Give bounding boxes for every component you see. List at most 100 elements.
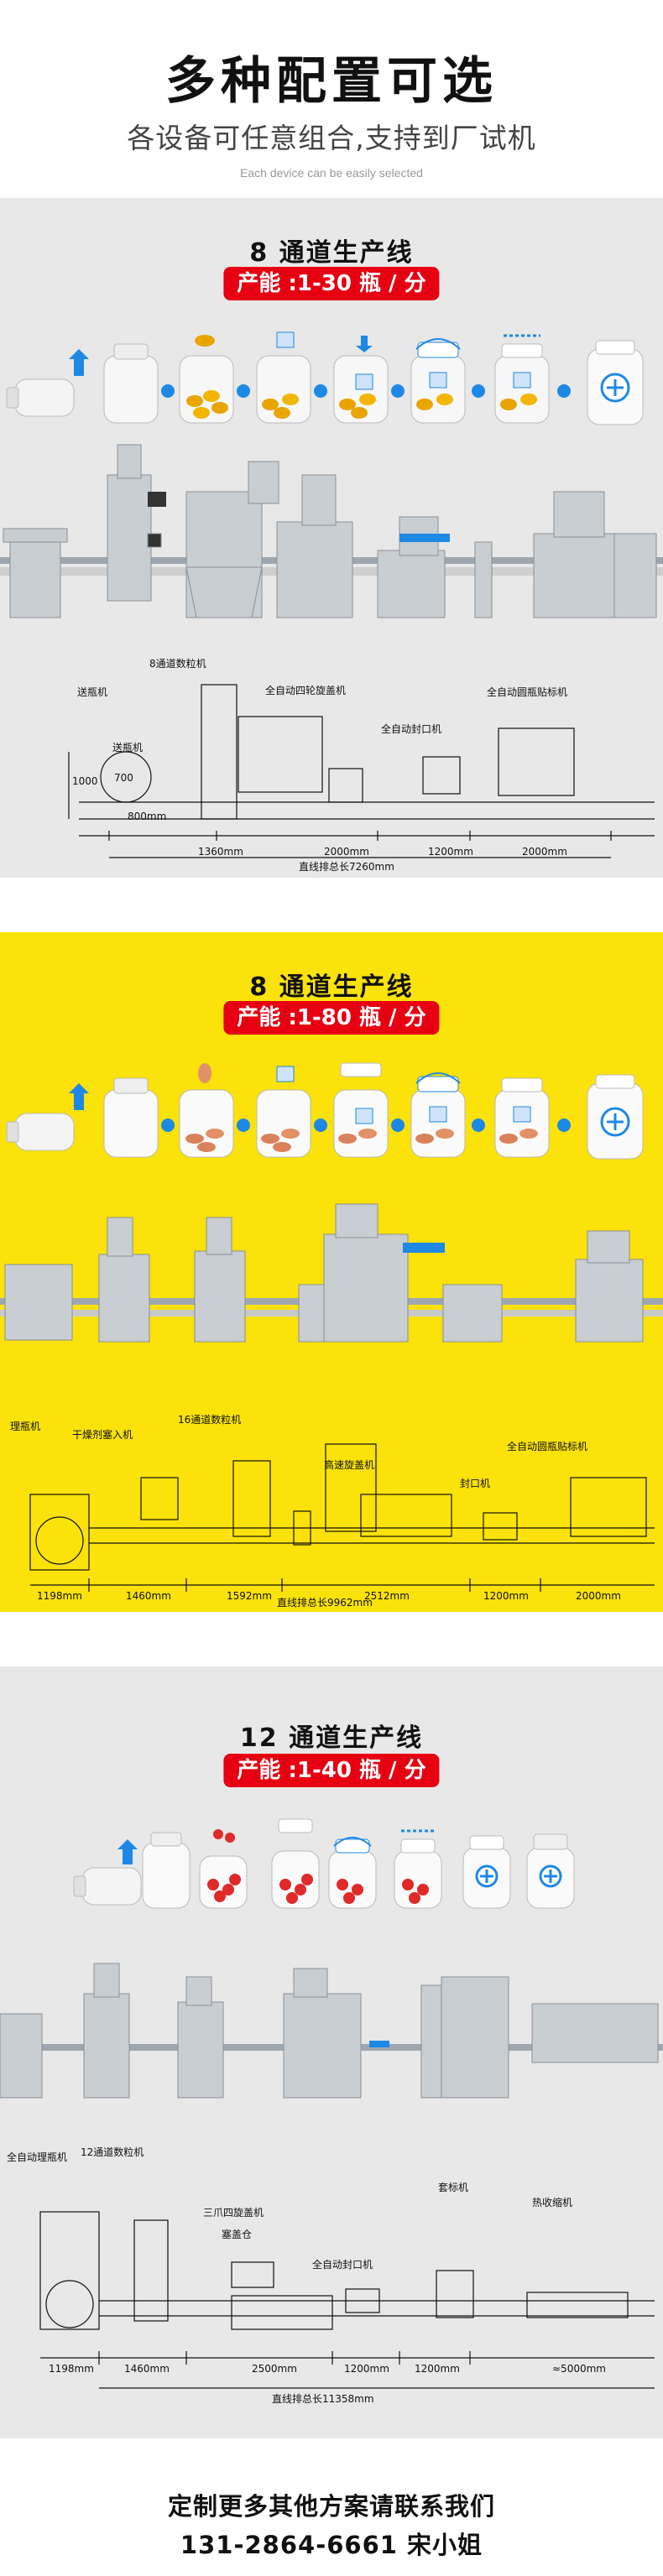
page-subtitle: 各设备可任意组合,支持到厂试机	[127, 122, 536, 154]
bottle-red-pills-2-icon	[271, 1818, 320, 1909]
arrow-icon	[557, 1119, 571, 1132]
section-gap	[0, 1612, 663, 1666]
bottle-labeled-icon	[587, 1074, 644, 1160]
up-arrow-icon	[117, 1839, 138, 1864]
bottle-desiccant-icon	[256, 331, 311, 424]
bottle-process-row	[0, 1058, 663, 1176]
dim-6: ≈5000mm	[552, 2363, 606, 2375]
section-8-channel-2: 8 通道生产线 产能 :1-80 瓶 / 分	[0, 932, 663, 1612]
arrow-icon	[237, 1119, 250, 1132]
up-arrow-icon	[69, 1083, 89, 1110]
bottle-red-pills-capped-icon	[328, 1837, 377, 1909]
label-unscrambler: 理瓶机	[10, 1421, 41, 1432]
bottle-process-row	[0, 324, 663, 441]
capacity-badge: 产能 :1-40 瓶 / 分	[223, 1754, 440, 1787]
machines-illustration	[0, 1203, 663, 1343]
label-desiccant: 干燥剂塞入机	[72, 1429, 133, 1441]
side-dim: 700	[114, 772, 133, 784]
layout-lines	[29, 1443, 655, 1592]
dim-5: 1200mm	[483, 1590, 529, 1602]
total-length: 直线排总长11358mm	[272, 2393, 374, 2405]
capacity-badge: 产能 :1-80 瓶 / 分	[223, 1001, 440, 1035]
bottle-labeled-icon	[462, 1835, 511, 1909]
machines-illustration	[0, 1963, 663, 2099]
dim-3: 1592mm	[227, 1590, 272, 1602]
bottle-red-pills-icon	[199, 1829, 248, 1909]
dim-4: 1200mm	[428, 846, 473, 858]
arrow-icon	[391, 1119, 405, 1132]
label-labeler: 全自动圆瓶贴标机	[487, 686, 568, 698]
label-unscrambler: 全自动理瓶机	[7, 2151, 68, 2163]
label-send-bottle: 送瓶机	[77, 686, 108, 698]
arrow-icon	[161, 1119, 175, 1132]
dim-1: 800mm	[128, 811, 167, 822]
contact-phone: 131-2864-6661 宋小姐	[180, 2531, 483, 2559]
arrow-icon	[472, 384, 485, 398]
label-capper: 三爪四旋盖机	[203, 2207, 264, 2219]
label-sealer: 全自动封口机	[312, 2259, 373, 2271]
bottle-tablets-icon	[179, 1063, 234, 1158]
contact-line: 定制更多其他方案请联系我们	[167, 2492, 495, 2521]
bottle-sealed-icon	[494, 334, 550, 424]
label-send-bottle-2: 送瓶机	[112, 742, 144, 754]
section-title: 8 通道生产线	[249, 238, 414, 268]
label-capper: 高速旋盖机	[324, 1459, 375, 1471]
bottle-desiccant-2-icon	[333, 336, 389, 424]
bottle-process-illustration	[6, 331, 644, 425]
dim-3: 2500mm	[252, 2363, 297, 2375]
layout-drawing: 理瓶机 干燥剂塞入机 16通道数粒机 高速旋盖机 封口机 全自动圆瓶贴标机 11…	[0, 1369, 663, 1603]
lying-bottle-icon	[6, 1113, 75, 1151]
bottle-shrink-wrapped-icon	[526, 1833, 575, 1909]
layout-drawing: 送瓶机 8通道数粒机 全自动四轮旋盖机 全自动封口机 全自动圆瓶贴标机 送瓶机 …	[0, 651, 663, 873]
dim-3: 2000mm	[324, 846, 369, 858]
bottle-cap-drop-icon	[333, 1062, 389, 1158]
hero-header: 多种配置可选 各设备可任意组合,支持到厂试机 Each device can b…	[0, 0, 663, 198]
label-counter: 8通道数粒机	[149, 658, 206, 670]
section-8-channel-1: 8 通道生产线 产能 :1-30 瓶 / 分	[0, 198, 663, 878]
arrow-icon	[314, 384, 327, 398]
lying-bottle-icon	[6, 378, 75, 417]
dim-6: 2000mm	[576, 1590, 621, 1602]
label-shrink: 热收缩机	[532, 2197, 573, 2208]
bottle-desiccant-icon	[256, 1066, 311, 1158]
section-title: 12 通道生产线	[239, 1723, 424, 1753]
bottle-red-pills-sealed-icon	[394, 1829, 442, 1909]
bottle-process-row	[0, 1809, 663, 1927]
bottle-labeled-icon	[587, 340, 644, 425]
machines-row	[0, 1943, 663, 2115]
page-subtitle-en: Each device can be easily selected	[240, 166, 423, 180]
section-title: 8 通道生产线	[249, 973, 414, 1002]
bottle-sealed-icon	[494, 1077, 550, 1158]
arrow-icon	[557, 384, 571, 398]
arrow-icon	[472, 1119, 485, 1132]
section-12-channel: 12 通道生产线 产能 :1-40 瓶 / 分	[0, 1666, 663, 2438]
dim-2: 1460mm	[126, 1590, 171, 1602]
up-arrow-icon	[69, 349, 89, 376]
bottle-empty-icon	[103, 343, 159, 424]
machines-illustration	[0, 444, 663, 618]
arrow-icon	[314, 1119, 327, 1132]
layout-lines	[68, 684, 655, 858]
bottle-empty-icon	[142, 1832, 191, 1909]
dim-5: 1200mm	[415, 2363, 460, 2375]
arrow-icon	[391, 384, 405, 398]
capacity-badge: 产能 :1-30 瓶 / 分	[223, 267, 440, 300]
section-gap	[0, 878, 663, 932]
lying-bottle-icon	[73, 1867, 142, 1906]
total-length: 直线排总长9962mm	[277, 1597, 373, 1609]
label-sleever: 套标机	[438, 2182, 469, 2193]
contact-footer: 定制更多其他方案请联系我们 131-2864-6661 宋小姐	[0, 2438, 663, 2576]
layout-drawing: 全自动理瓶机 12通道数粒机 三爪四旋盖机 塞盖仓 全自动封口机 套标机 热收缩…	[0, 2136, 663, 2405]
dim-1: 1198mm	[49, 2363, 94, 2375]
page-title: 多种配置可选	[165, 52, 498, 111]
label-labeler: 全自动圆瓶贴标机	[507, 1441, 588, 1452]
machines-row	[0, 1184, 663, 1355]
label-counter: 12通道数粒机	[81, 2146, 144, 2158]
bottle-process-illustration	[73, 1818, 575, 1909]
arrow-icon	[161, 384, 175, 398]
label-counter: 16通道数粒机	[178, 1414, 242, 1426]
machines-row	[0, 441, 663, 638]
dim-4: 1200mm	[344, 2363, 389, 2375]
label-sealer: 全自动封口机	[381, 723, 442, 735]
bottle-capsules-icon	[179, 335, 234, 424]
